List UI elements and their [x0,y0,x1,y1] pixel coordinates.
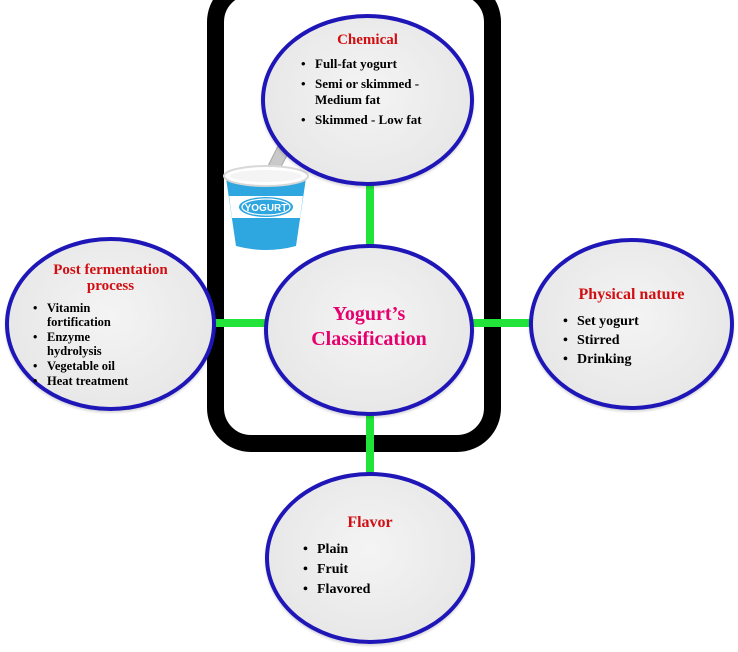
chemical-bubble: Chemical Full-fat yogurt Semi or skimmed… [261,14,474,186]
list-item: Plain [303,540,453,560]
connector-top [366,176,374,252]
list-item: Skimmed - Low fat [301,112,461,128]
list-item: Heat treatment [33,374,203,388]
list-item: Full-fat yogurt [301,56,461,72]
connector-right [467,319,535,327]
physical-nature-bubble: Physical nature Set yogurt Stirred Drink… [529,238,734,410]
center-subtitle: Classification [311,328,427,350]
list-item: Flavored [303,580,453,600]
list-item: Fruit [303,560,453,580]
list-item: Drinking [563,350,713,369]
list-item: Set yogurt [563,312,713,331]
list-item: Vegetable oil [33,359,203,373]
physical-nature-title: Physical nature [578,286,685,303]
flavor-bubble: Flavor Plain Fruit Flavored [265,472,475,644]
yogurt-cup-icon: YOGURT [223,124,309,250]
connector-bottom [366,404,374,480]
cup-label: YOGURT [245,203,288,214]
flavor-title: Flavor [347,514,393,531]
chemical-list: Full-fat yogurt Semi or skimmed - Medium… [301,56,461,128]
post-fermentation-title-line1: Post fermentation [53,262,168,278]
post-fermentation-list: Vitamin fortification Enzyme hydrolysis … [33,301,203,388]
center-title: Yogurt’s [332,303,406,325]
post-fermentation-bubble: Post fermentation process Vitamin fortif… [5,237,216,411]
post-fermentation-title-line2: process [86,278,135,294]
list-item: Stirred [563,331,713,350]
list-item: Vitamin fortification [33,301,137,329]
list-item: Enzyme hydrolysis [33,330,137,358]
chemical-title: Chemical [337,32,398,48]
flavor-list: Plain Fruit Flavored [303,540,453,600]
list-item: Semi or skimmed - Medium fat [301,76,461,108]
physical-nature-list: Set yogurt Stirred Drinking [563,312,713,369]
connector-left [210,319,270,327]
center-bubble: Yogurt’s Classification [264,244,474,416]
